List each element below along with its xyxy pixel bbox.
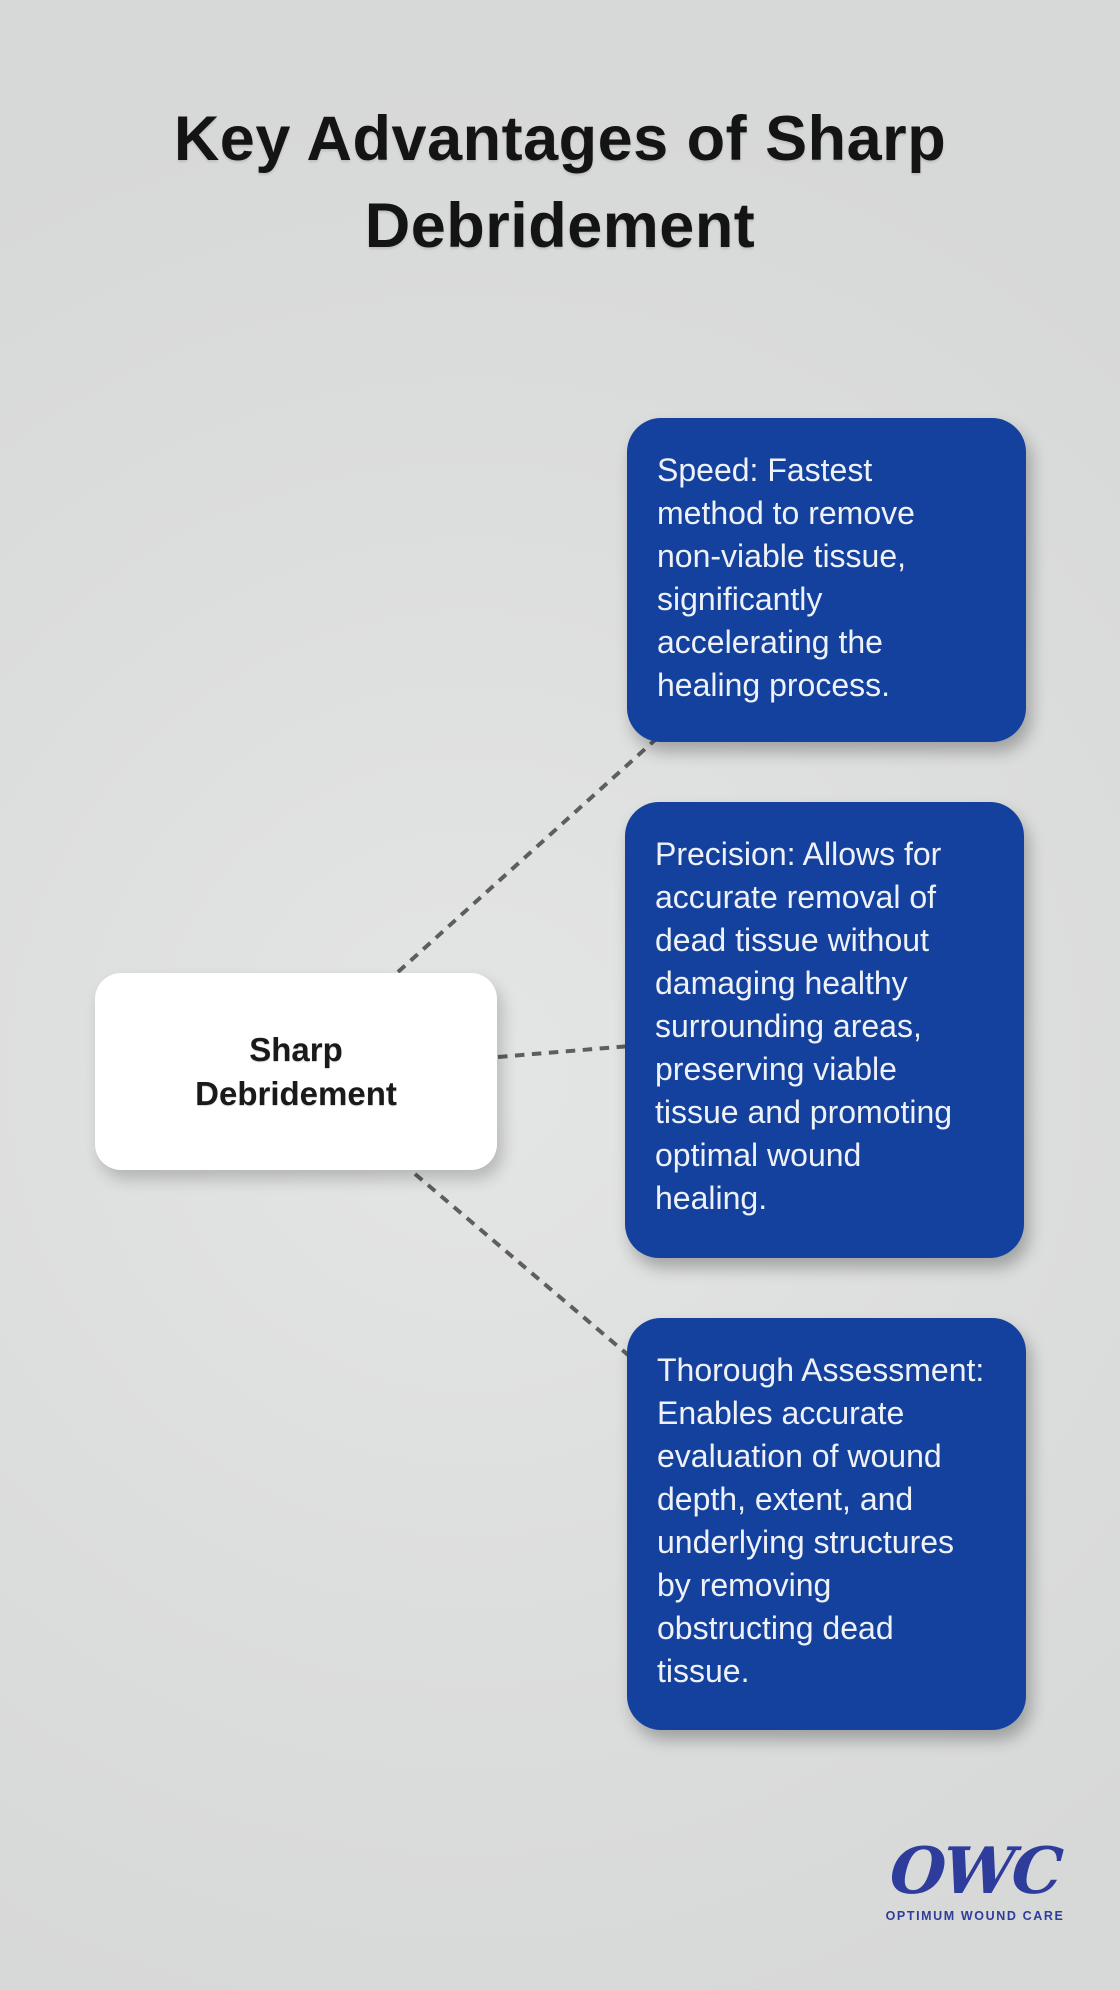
- advantage-card-speed: Speed: Fastest method to remove non-viab…: [627, 418, 1026, 742]
- advantage-card-thorough-assessment: Thorough Assessment: Enables accurate ev…: [627, 1318, 1026, 1730]
- advantage-card-thorough-assessment-text: Thorough Assessment: Enables accurate ev…: [657, 1352, 985, 1689]
- owc-logo-tagline: OPTIMUM WOUND CARE: [885, 1909, 1065, 1923]
- advantage-card-precision-text: Precision: Allows for accurate removal o…: [655, 836, 953, 1216]
- owc-logo-wordmark: OWC: [887, 1834, 1063, 1909]
- connector-line-speed: [396, 738, 657, 974]
- center-node-sharp-debridement: Sharp Debridement: [95, 973, 497, 1170]
- connector-line-precision: [497, 1044, 631, 1059]
- connector-line-thorough-assessment: [413, 1172, 636, 1362]
- advantage-card-speed-text: Speed: Fastest method to remove non-viab…: [657, 452, 915, 703]
- center-node-label: Sharp Debridement: [195, 1030, 397, 1112]
- owc-logo: OWC OPTIMUM WOUND CARE: [863, 1834, 1087, 1923]
- advantage-card-precision: Precision: Allows for accurate removal o…: [625, 802, 1024, 1258]
- page-title: Key Advantages of Sharp Debridement: [173, 104, 947, 261]
